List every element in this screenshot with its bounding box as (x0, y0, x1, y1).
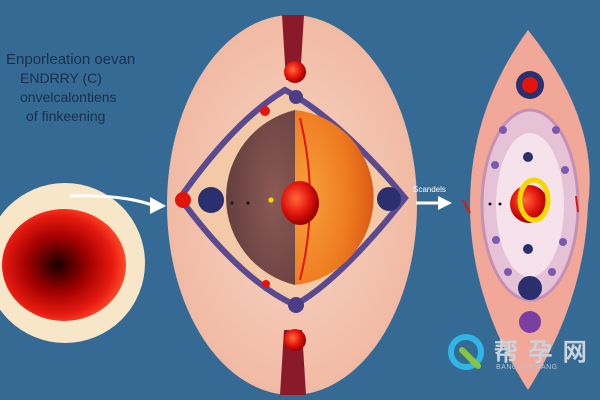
caption-line-3: onvelcalontiens (20, 89, 117, 105)
caption-line-1: Enporleation oevan (6, 51, 136, 68)
cell-cross-section (0, 183, 145, 343)
watermark-latin: BANGYUNWANG (496, 364, 558, 371)
watermark: 帮 孕 网 BANGYUNWANG (446, 332, 596, 376)
caption-line-2: ENDRRY (C) (20, 70, 102, 86)
arrow-right-icon (69, 194, 166, 214)
caption-line-4: of finkeening (26, 108, 106, 124)
arrow-right-icon-2 (416, 196, 452, 210)
uterus-main (167, 15, 417, 395)
watermark-logo-icon (448, 334, 484, 370)
caption-text: Enporleation oevan ENDRRY (C) onvelcalon… (6, 50, 156, 126)
watermark-chinese: 帮 孕 网 (494, 338, 588, 366)
uterus-secondary (462, 30, 590, 390)
arrow-label: Scandels (413, 185, 446, 194)
